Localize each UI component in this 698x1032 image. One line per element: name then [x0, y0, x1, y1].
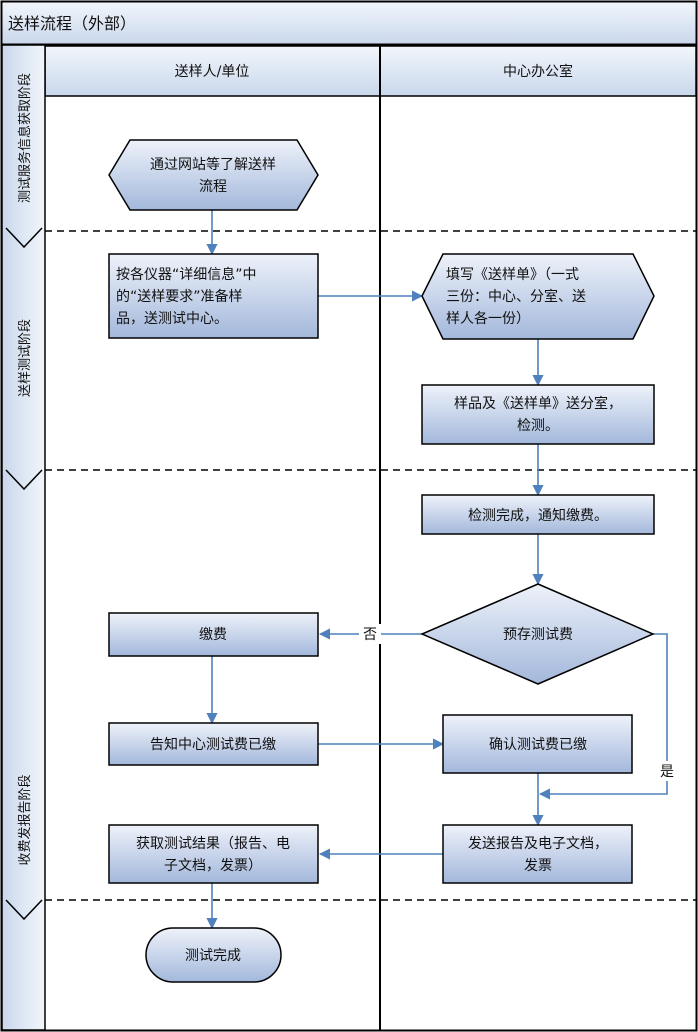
prepare-line-1: 按各仪器“详细信息”中 — [116, 266, 257, 283]
prepaid-line-1: 预存测试费 — [503, 627, 573, 643]
notify-paid-line-1: 告知中心测试费已缴 — [150, 736, 276, 753]
edge-label-yes-bg — [656, 761, 678, 781]
get-result-line-1: 获取测试结果（报告、电 — [136, 836, 290, 852]
node-confirm-paid-shape — [442, 714, 633, 774]
send-report-line-2: 发票 — [524, 858, 552, 874]
prepare-line-3: 品，送测试中心。 — [116, 311, 228, 327]
node-confirm-paid-text: 确认测试费已缴 — [489, 737, 587, 753]
learn-line-1: 通过网站等了解送样 — [150, 156, 276, 173]
learn-line-2: 流程 — [199, 179, 227, 195]
node-prepare-shape — [108, 253, 319, 339]
lane-header-right — [379, 45, 697, 97]
deliver-line-1: 样品及《送样单》送分室， — [454, 395, 622, 412]
node-prepare-text: 按各仪器“详细信息”中的“送样要求”准备样品，送测试中心。 — [116, 266, 257, 327]
send-report-line-1: 发送报告及电子文档， — [468, 836, 608, 852]
node-deliver-text: 样品及《送样单》送分室， 检测。 — [454, 395, 622, 434]
prepare-line-2: 的“送样要求”准备样 — [116, 288, 243, 305]
node-finish-text: 测试完成 — [185, 948, 241, 964]
fill-form-line-2: 三份：中心、分室、送 — [446, 288, 586, 305]
fill-form-line-1: 填写《送样单》（一式 — [446, 267, 579, 283]
finish-line-1: 测试完成 — [185, 948, 241, 964]
pay-line-1: 缴费 — [199, 627, 227, 643]
phase-chevron-3 — [5, 899, 43, 921]
edge-label-no-bg — [359, 624, 381, 644]
node-send-report-text: 发送报告及电子文档， 发票 — [468, 836, 608, 874]
edge-label-yes: 是 — [660, 764, 674, 780]
phase-label-1: 测试服务信息获取阶段 — [17, 73, 33, 203]
connectors — [206, 210, 668, 930]
node-pay-shape — [108, 612, 319, 657]
node-get-result-shape — [108, 824, 319, 884]
node-send-report-shape — [442, 824, 633, 884]
node-fill-form-shape — [421, 253, 655, 340]
phase-label-2: 送样测试阶段 — [18, 319, 33, 397]
done-notify-line-1: 检测完成，通知缴费。 — [468, 507, 608, 524]
node-notify-paid-text: 告知中心测试费已缴 — [150, 736, 276, 753]
node-prepaid-shape — [420, 583, 655, 685]
phase-label-3: 收费发报告阶段 — [17, 774, 33, 865]
deliver-line-2: 检测。 — [517, 418, 559, 434]
title-bar — [0, 0, 698, 46]
fill-form-line-3: 样人各一份） — [446, 311, 530, 327]
node-fill-form-text: 填写《送样单》（一式三份：中心、分室、送样人各一份） — [446, 267, 586, 327]
node-learn-shape — [108, 139, 319, 211]
node-learn-text: 通过网站等了解送样流程 — [150, 156, 276, 195]
lane-header-left — [44, 45, 381, 97]
node-get-result-text: 获取测试结果（报告、电子文档，发票） — [136, 836, 290, 874]
node-pay-text: 缴费 — [199, 627, 227, 643]
lane-label-left: 送样人/单位 — [175, 64, 250, 80]
edge-prepaid-yes — [538, 633, 668, 800]
node-finish-shape — [145, 927, 282, 983]
edge-label-no: 否 — [363, 627, 377, 643]
node-done-notify-text: 检测完成，通知缴费。 — [468, 507, 608, 524]
phase-column — [1, 44, 46, 1031]
node-done-notify-shape — [421, 494, 655, 535]
phase-chevron-2 — [5, 469, 43, 491]
lane-label-right: 中心办公室 — [503, 63, 573, 80]
node-notify-paid-shape — [108, 722, 319, 766]
get-result-line-2: 子文档，发票） — [164, 858, 262, 874]
confirm-paid-line-1: 确认测试费已缴 — [489, 737, 587, 753]
diagram-title: 送样流程（外部） — [8, 14, 136, 33]
node-prepaid-text: 预存测试费 — [503, 627, 573, 643]
phase-chevron-1 — [5, 227, 43, 249]
node-deliver-shape — [421, 384, 655, 445]
